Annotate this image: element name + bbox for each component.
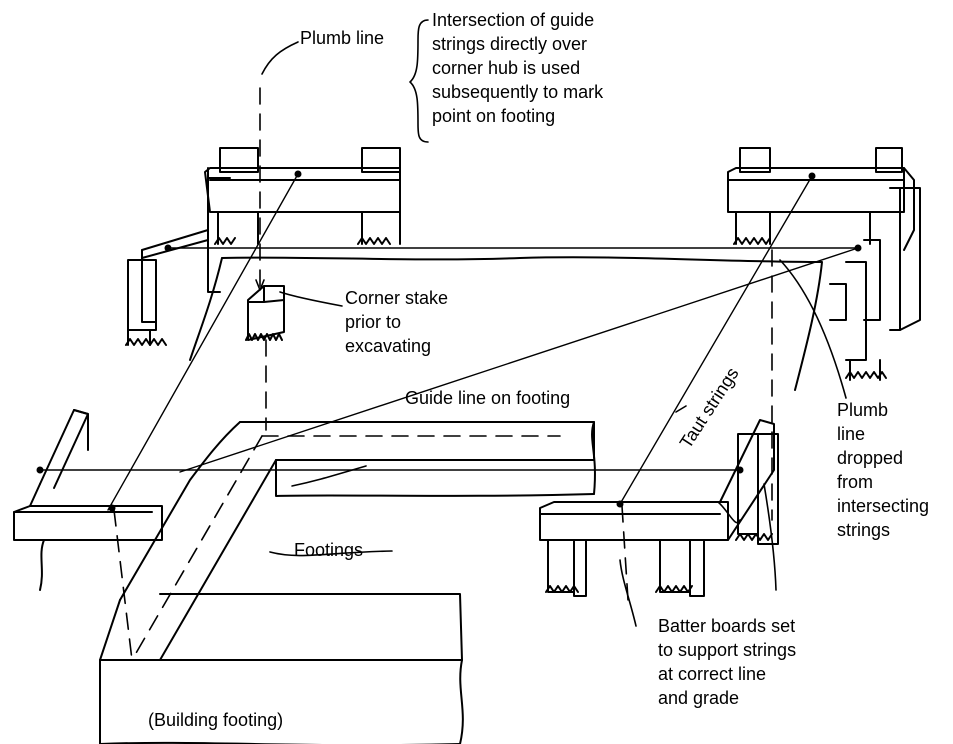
- guide-lines: [131, 435, 561, 661]
- corner-stake: [245, 285, 285, 341]
- footings: [99, 421, 596, 744]
- intersection-label: Intersection of guide strings directly o…: [432, 10, 604, 126]
- guide-line-label: Guide line on footing: [405, 388, 571, 408]
- batter-board-top-right: [727, 147, 921, 381]
- plumb-line-dropped-label: Plumb line dropped from intersecting str…: [837, 400, 930, 540]
- corner-stake-label: Corner stake prior to excavating: [345, 288, 449, 356]
- building-footing-label: (Building footing): [148, 710, 284, 730]
- excavation-outline: [221, 256, 823, 391]
- batter-board-left: [13, 409, 163, 591]
- batter-boards-label: Batter boards set to support strings at …: [658, 616, 797, 708]
- plumb-lines: [113, 87, 773, 661]
- plumb-line-label: Plumb line: [300, 28, 385, 48]
- nail-points: [36, 170, 862, 512]
- excavation-left-edge: [189, 257, 223, 361]
- label-brace: [409, 19, 429, 143]
- footings-label: Footings: [294, 540, 364, 560]
- leader-arrows: [255, 41, 847, 627]
- batter-board-top-left: [125, 147, 401, 346]
- batter-board-bottom-right: [539, 419, 779, 597]
- taut-strings: [39, 173, 859, 511]
